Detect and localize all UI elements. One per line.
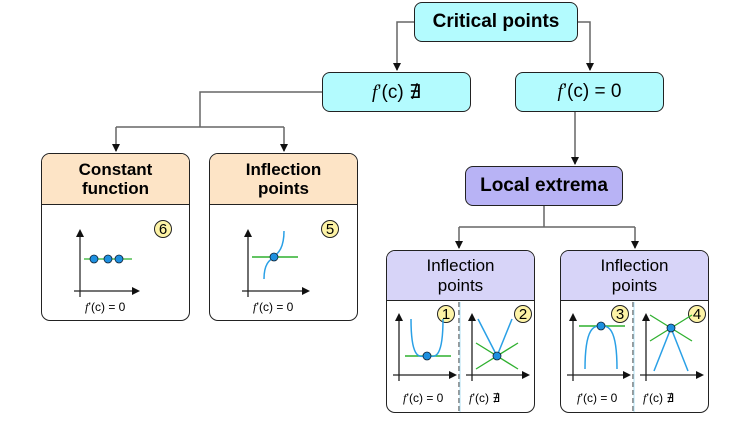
derivative-zero-node: f’(c) = 0 bbox=[515, 72, 664, 112]
y-axis-arrow bbox=[244, 229, 252, 237]
panel-divider bbox=[458, 302, 461, 412]
local-extrema-label: Local extrema bbox=[480, 175, 608, 196]
constant-function-plot bbox=[74, 229, 140, 297]
cusp-right bbox=[496, 318, 513, 357]
badge-1: 1 bbox=[437, 305, 455, 323]
badge-5: 5 bbox=[321, 220, 339, 238]
constant-function-card: Constant function 6 f’(c) = 0 bbox=[41, 153, 190, 321]
point bbox=[114, 254, 124, 264]
local-max-card: Inflection points 3 4 f’(c) = 0 f’(c) ∄ bbox=[560, 250, 709, 413]
maximum-point bbox=[596, 321, 606, 331]
local-min-header: Inflection points bbox=[387, 251, 534, 301]
cusp-left bbox=[653, 327, 672, 372]
critical-points-label: Critical points bbox=[432, 11, 560, 32]
minimum-point bbox=[422, 351, 432, 361]
cusp-left bbox=[477, 318, 498, 357]
x-axis-arrow bbox=[302, 287, 310, 295]
constant-function-header: Constant function bbox=[42, 154, 189, 205]
connector-root-to-not-exists bbox=[393, 21, 414, 71]
cusp-right bbox=[670, 327, 689, 372]
inflection-points-header: Inflection points bbox=[210, 154, 357, 205]
y-axis-arrow bbox=[76, 229, 84, 237]
constant-function-caption: f’(c) = 0 bbox=[85, 300, 126, 314]
point bbox=[103, 254, 113, 264]
min-left-caption: f’(c) = 0 bbox=[403, 391, 444, 405]
connector-not-exists-to-cards bbox=[199, 91, 322, 127]
derivative-zero-label: f’(c) = 0 bbox=[557, 81, 622, 102]
maximum-cusp-plot bbox=[640, 313, 704, 381]
x-axis-arrow bbox=[132, 287, 140, 295]
connector-root-to-zero bbox=[578, 21, 594, 71]
parabola-up bbox=[410, 318, 444, 358]
min-right-caption: f’(c) ∄ bbox=[469, 391, 500, 405]
local-extrema-node: Local extrema bbox=[465, 166, 623, 206]
maximum-point bbox=[666, 323, 676, 333]
inflection-points-caption: f’(c) = 0 bbox=[253, 300, 294, 314]
local-max-header: Inflection points bbox=[561, 251, 708, 301]
derivative-not-exists-node: f’(c) ∄ bbox=[322, 72, 471, 112]
max-right-caption: f’(c) ∄ bbox=[643, 391, 674, 405]
badge-3: 3 bbox=[611, 305, 629, 323]
inflection-point bbox=[269, 252, 279, 262]
badge-4: 4 bbox=[688, 305, 706, 323]
panel-divider bbox=[632, 302, 635, 412]
derivative-not-exists-label: f’(c) ∄ bbox=[372, 81, 421, 103]
inflection-points-card: Inflection points 5 f’(c) = 0 bbox=[209, 153, 358, 321]
badge-2: 2 bbox=[514, 305, 532, 323]
point bbox=[89, 254, 99, 264]
minimum-smooth-plot bbox=[393, 313, 457, 381]
maximum-smooth-plot bbox=[567, 313, 631, 381]
parabola-down bbox=[584, 325, 618, 370]
minimum-cusp-plot bbox=[466, 313, 530, 381]
minimum-point bbox=[492, 351, 502, 361]
critical-points-node: Critical points bbox=[414, 2, 578, 42]
inflection-plot bbox=[242, 229, 310, 297]
local-min-card: Inflection points 1 2 f’(c) = 0 f’(c) ∄ bbox=[386, 250, 535, 413]
badge-6: 6 bbox=[154, 220, 172, 238]
max-left-caption: f’(c) = 0 bbox=[577, 391, 618, 405]
